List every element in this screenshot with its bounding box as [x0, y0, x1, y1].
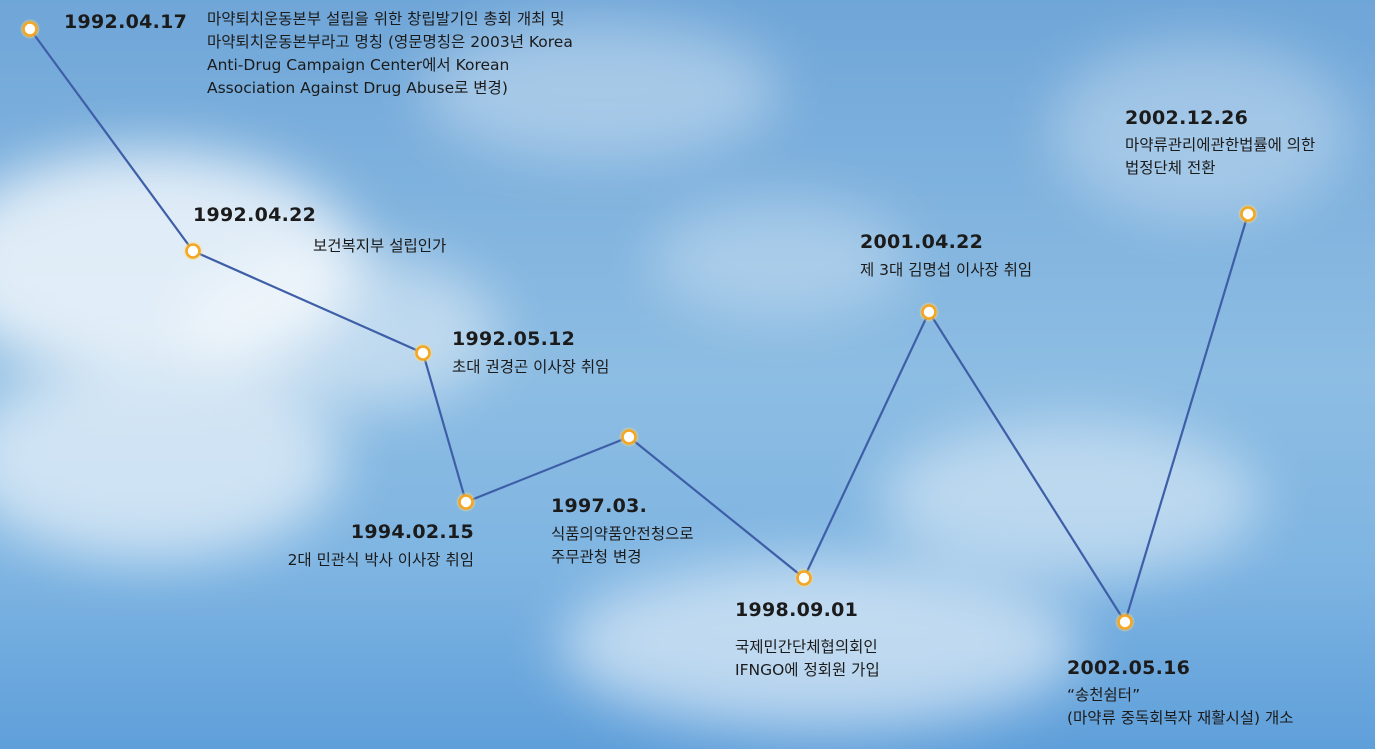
event-1992-04-22: 1992.04.22 보건복지부 설립인가: [193, 203, 446, 258]
timeline-node-1998-09-01: [796, 570, 812, 586]
event-date: 1992.05.12: [452, 328, 576, 350]
timeline-node-1992-05-12: [415, 345, 431, 361]
event-description-line: 법정단체 전환: [1125, 159, 1216, 177]
event-1994-02-15: 1994.02.15 2대 민관식 박사 이사장 취임: [222, 520, 474, 572]
event-2002-05-16: 2002.05.16 “송천쉼터” (마약류 중독회복자 재활시설) 개소: [1067, 656, 1294, 730]
event-date: 2002.12.26: [1125, 107, 1249, 129]
event-description-line: 주무관청 변경: [551, 548, 642, 566]
event-description-line: (마약류 중독회복자 재활시설) 개소: [1067, 709, 1294, 727]
event-1992-05-12: 1992.05.12 초대 권경곤 이사장 취임: [452, 327, 609, 379]
event-date: 2002.05.16: [1067, 657, 1191, 679]
event-2002-12-26: 2002.12.26 마약류관리에관한법률에 의한 법정단체 전환: [1125, 106, 1315, 180]
event-description-line: 국제민간단체협의회인: [735, 638, 878, 656]
event-description-line: 초대 권경곤 이사장 취임: [452, 358, 610, 376]
event-description-line: 식품의약품안전청으로: [551, 525, 694, 543]
event-date: 1994.02.15: [350, 521, 474, 543]
event-description-line: 제 3대 김명섭 이사장 취임: [860, 261, 1033, 279]
timeline-node-1997-03: [621, 429, 637, 445]
event-date: 1997.03.: [551, 495, 648, 517]
event-description-line: Anti-Drug Campaign Center에서 Korean: [207, 56, 510, 74]
event-description-line: 마약퇴치운동본부 설립을 위한 창립발기인 총회 개최 및: [207, 10, 565, 28]
timeline-node-2001-04-22: [921, 304, 937, 320]
event-description-line: Association Against Drug Abuse로 변경): [207, 79, 508, 97]
event-date: 1992.04.17: [64, 11, 188, 33]
timeline-node-1994-02-15: [458, 494, 474, 510]
event-description-line: 마약류관리에관한법률에 의한: [1125, 136, 1316, 154]
timeline-node-2002-12-26: [1240, 206, 1256, 222]
event-1997-03: 1997.03. 식품의약품안전청으로 주무관청 변경: [551, 494, 694, 569]
event-date: 2001.04.22: [860, 231, 984, 253]
event-description-line: “송천쉼터”: [1067, 686, 1141, 704]
event-date: 1998.09.01: [735, 599, 859, 621]
event-2001-04-22: 2001.04.22 제 3대 김명섭 이사장 취임: [860, 230, 1032, 282]
timeline-markers: [20, 19, 1258, 632]
event-1998-09-01: 1998.09.01 국제민간단체협의회인 IFNGO에 정회원 가입: [735, 598, 880, 682]
event-date: 1992.04.22: [193, 204, 317, 226]
timeline-node-2002-05-16: [1117, 614, 1133, 630]
event-description-line: IFNGO에 정회원 가입: [735, 661, 880, 679]
event-description-line: 마약퇴치운동본부라고 명칭 (영문명칭은 2003년 Korea: [207, 33, 573, 51]
event-description-line: 보건복지부 설립인가: [313, 237, 447, 255]
timeline-node-1992-04-22: [185, 243, 201, 259]
timeline-node-1992-04-17: [22, 21, 38, 37]
event-description-line: 2대 민관식 박사 이사장 취임: [287, 551, 474, 569]
